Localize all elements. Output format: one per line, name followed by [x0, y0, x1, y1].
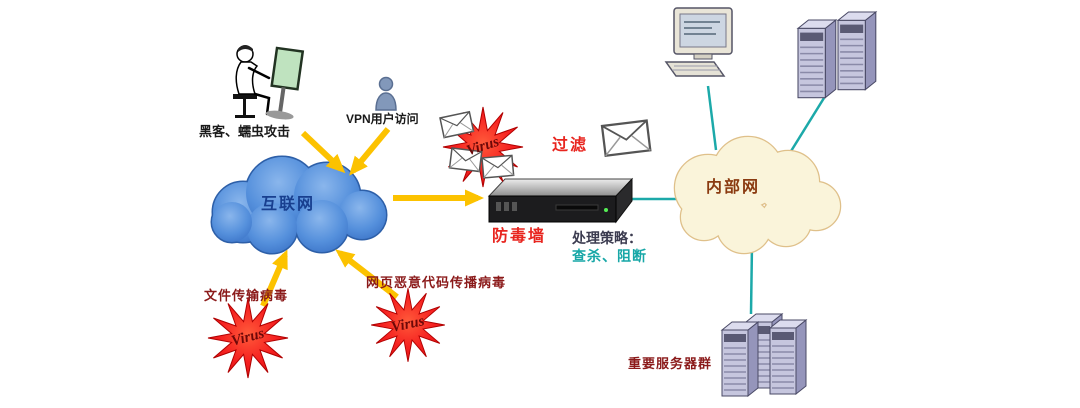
arrow-hacker-to-internet — [300, 130, 346, 174]
firewall-label: 防毒墙 — [492, 228, 547, 245]
strategy-actions-label: 查杀、阻断 — [572, 248, 647, 264]
link-intranet-server-group — [749, 243, 754, 315]
server-towers-icon — [797, 11, 877, 99]
desktop-computer-icon — [664, 7, 733, 77]
web-virus-caption: 网页恶意代码传播病毒 — [366, 275, 507, 290]
firewall-device — [487, 177, 634, 224]
filter-label: 过滤 — [552, 137, 589, 154]
server-group-label: 重要服务器群 — [628, 356, 713, 371]
server-group-icon — [721, 313, 807, 397]
intranet-cloud — [673, 135, 842, 255]
vpn-user-icon — [375, 76, 397, 111]
attack-arrows — [260, 127, 484, 308]
file-virus-caption: 文件传输病毒 — [204, 288, 289, 303]
hacker-attack-label: 黑客、蠕虫攻击 — [199, 124, 291, 139]
strategy-title-label: 处理策略： — [572, 230, 642, 246]
intranet-label: 内部网 — [706, 179, 761, 196]
envelope-icon — [481, 154, 515, 179]
arrow-webvirus-to-internet — [335, 249, 399, 300]
filtered-envelope-icon — [600, 119, 652, 157]
hacker-monitor-icon — [265, 46, 305, 120]
link-intranet-desktop — [706, 85, 718, 151]
arrow-vpn-to-internet — [349, 127, 391, 176]
arrow-filevirus-to-internet — [260, 249, 288, 308]
hacker-workstation-icon — [233, 45, 305, 120]
vpn-access-label: VPN用户访问 — [346, 112, 419, 126]
internet-label: 互联网 — [261, 196, 316, 213]
link-intranet-servers-top — [786, 97, 826, 157]
